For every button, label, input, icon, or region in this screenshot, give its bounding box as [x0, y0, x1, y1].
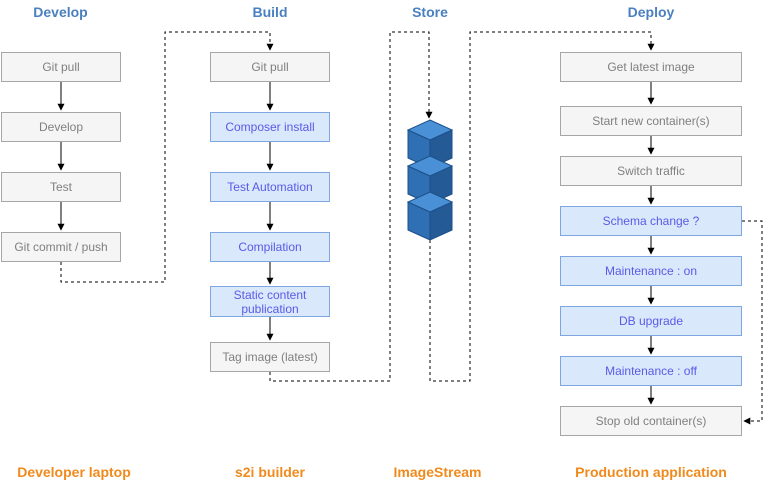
container-stack-icon: [406, 119, 454, 241]
build-step-composer-install: Composer install: [210, 112, 330, 142]
deploy-step-stop-old-containers: Stop old container(s): [560, 406, 742, 436]
footer-s2i-builder: s2i builder: [234, 464, 306, 480]
build-step-git-pull: Git pull: [210, 52, 330, 82]
develop-step-test: Test: [1, 172, 121, 202]
build-step-test-automation: Test Automation: [210, 172, 330, 202]
deploy-step-db-upgrade: DB upgrade: [560, 306, 742, 336]
heading-store: Store: [412, 4, 448, 20]
build-step-compilation: Compilation: [210, 232, 330, 262]
connector-schema-skip: [742, 220, 763, 425]
deploy-step-maintenance-on: Maintenance : on: [560, 256, 742, 286]
connector-develop-to-build: [60, 31, 274, 283]
deploy-step-switch-traffic: Switch traffic: [560, 156, 742, 186]
footer-imagestream: ImageStream: [393, 464, 482, 480]
container-cube: [406, 155, 454, 205]
deploy-step-maintenance-off: Maintenance : off: [560, 356, 742, 386]
heading-deploy: Deploy: [627, 4, 675, 20]
connector-build-to-store: [269, 31, 433, 382]
footer-developer-laptop: Developer laptop: [17, 464, 131, 480]
build-step-tag-image: Tag image (latest): [210, 342, 330, 372]
heading-build: Build: [252, 4, 288, 20]
container-cube: [406, 119, 454, 169]
deploy-step-start-new-containers: Start new container(s): [560, 106, 742, 136]
build-step-static-content: Static content publication: [210, 286, 330, 317]
develop-step-develop: Develop: [1, 112, 121, 142]
heading-develop: Develop: [33, 4, 88, 20]
develop-step-git-commit: Git commit / push: [1, 232, 121, 262]
develop-step-git-pull: Git pull: [1, 52, 121, 82]
deploy-step-get-latest-image: Get latest image: [560, 52, 742, 82]
connector-store-to-deploy: [429, 31, 655, 382]
container-cube: [406, 191, 454, 241]
deploy-step-schema-change: Schema change ?: [560, 206, 742, 236]
footer-production-application: Production application: [575, 464, 727, 480]
